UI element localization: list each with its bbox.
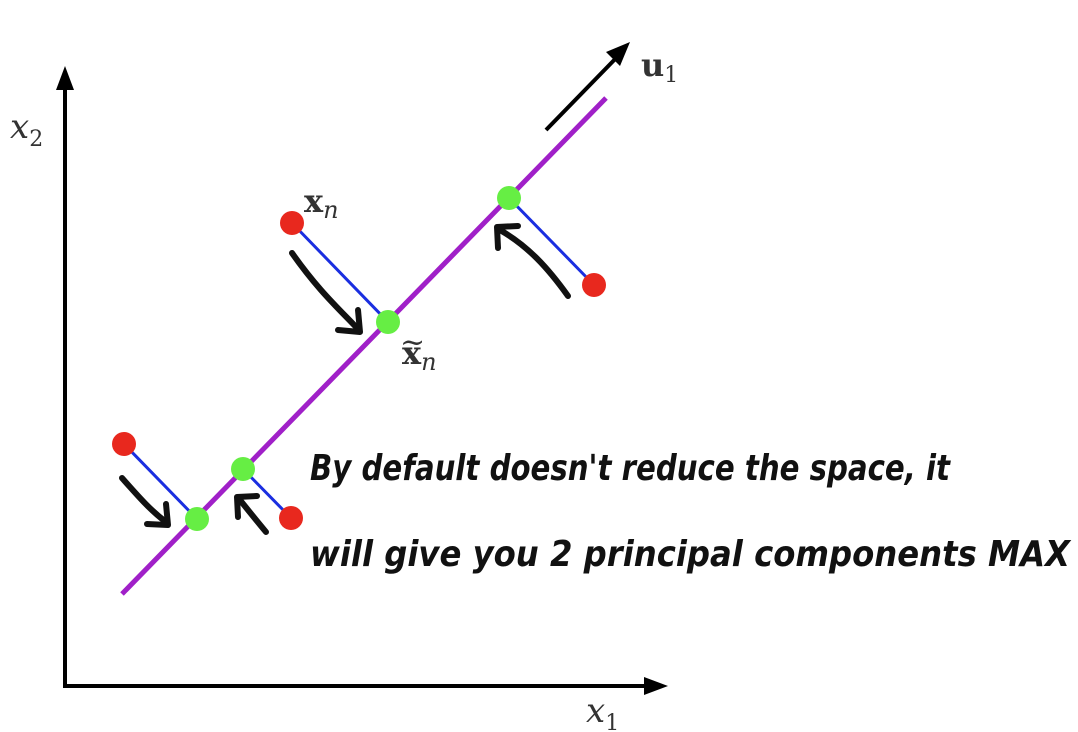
hand-arrow-2 [497,227,571,299]
xtilde-mark: ~ [400,325,425,360]
data-point [280,211,304,235]
projection-line [507,196,596,287]
projected-point [231,457,255,481]
hand-arrow-1 [289,250,360,331]
projected-point [185,507,209,531]
data-point [112,432,136,456]
hand-arrow-3-head [144,501,171,528]
u1-label: u1 [641,46,678,88]
projected-point [376,310,400,334]
projection-line [122,442,199,521]
u1-arrowhead [606,42,630,66]
x-axis-arrowhead [644,677,668,695]
xtilde-label: xn [402,334,437,376]
hand-arrow-4-head [234,493,260,520]
hand-arrow-4 [237,497,269,535]
annotation-line-2: will give you 2 principal components MAX [310,534,1072,575]
annotation-line-1: By default doesn't reduce the space, it [310,448,951,489]
x-axis-label: x1 [586,691,619,732]
data-point [582,273,606,297]
xn-label: xn [304,182,339,224]
hand-arrow-3 [119,475,169,525]
y-axis-label: x2 [10,107,43,152]
data-point [279,506,303,530]
y-axis-arrowhead [56,66,74,90]
hand-arrow-1-head [335,307,363,335]
u1-arrow [544,50,624,132]
projected-point [497,186,521,210]
projection-line [290,221,390,324]
hand-arrow-2-head [494,223,521,251]
